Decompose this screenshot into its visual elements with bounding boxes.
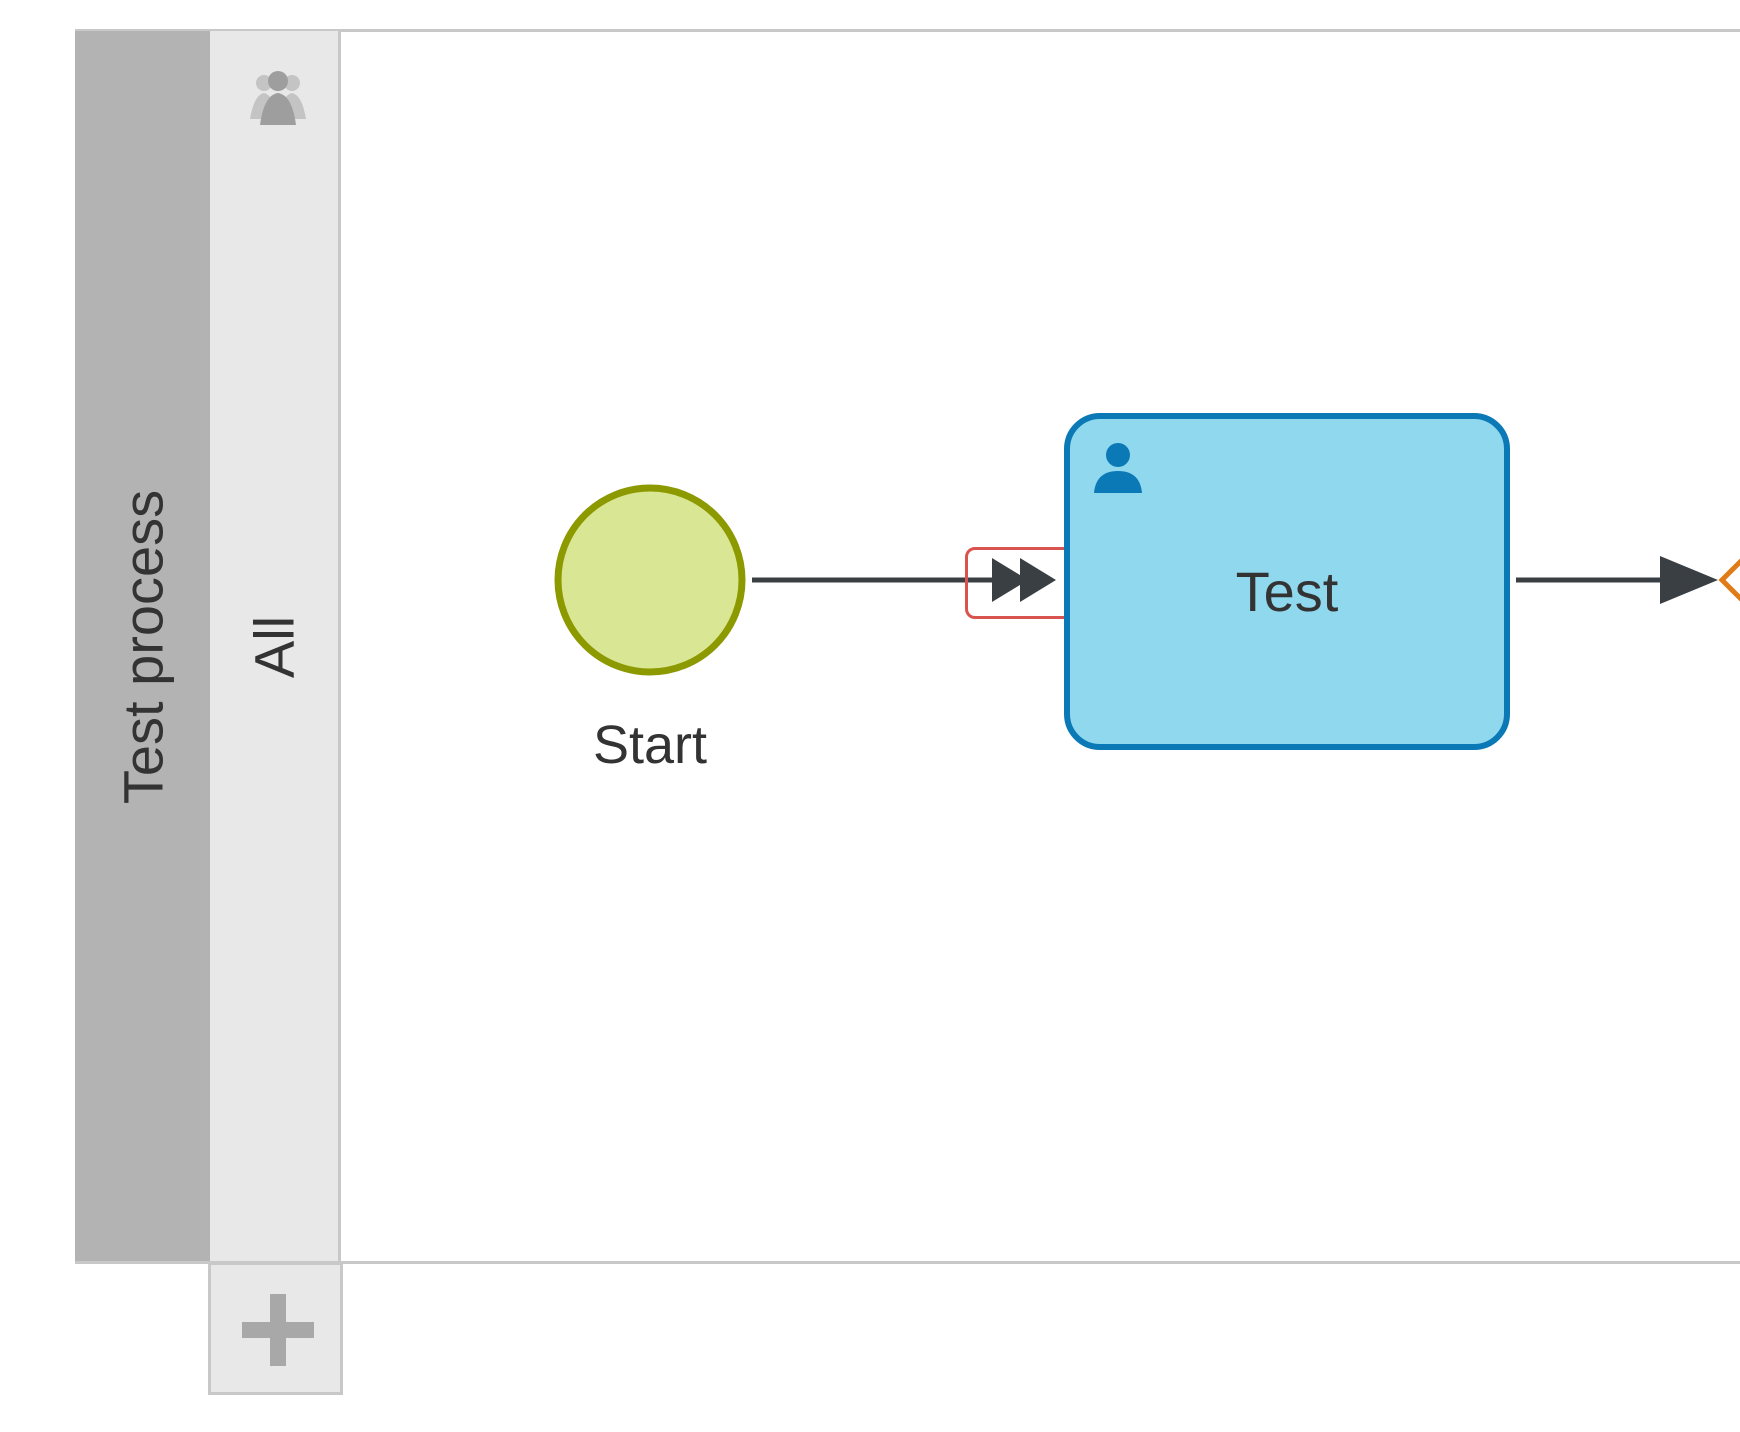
user-icon bbox=[1090, 439, 1146, 500]
pool-bottom-border bbox=[75, 1261, 1740, 1264]
add-lane-button[interactable] bbox=[208, 1262, 343, 1395]
flow-arrowhead-1 bbox=[992, 558, 1028, 602]
user-task[interactable]: Test bbox=[1064, 413, 1510, 750]
gateway[interactable] bbox=[1718, 556, 1740, 604]
plus-icon bbox=[242, 1294, 314, 1366]
task-label: Test bbox=[1235, 560, 1339, 623]
flow-arrowhead-3 bbox=[1660, 556, 1718, 604]
start-event[interactable] bbox=[554, 484, 746, 676]
pool-header[interactable]: Test process bbox=[75, 31, 210, 1263]
flow-arrowhead-2 bbox=[1020, 558, 1056, 602]
lane-header[interactable]: All bbox=[210, 31, 341, 1263]
pool-top-border bbox=[75, 29, 1740, 32]
start-event-label: Start bbox=[592, 715, 708, 775]
users-icon bbox=[246, 69, 310, 133]
